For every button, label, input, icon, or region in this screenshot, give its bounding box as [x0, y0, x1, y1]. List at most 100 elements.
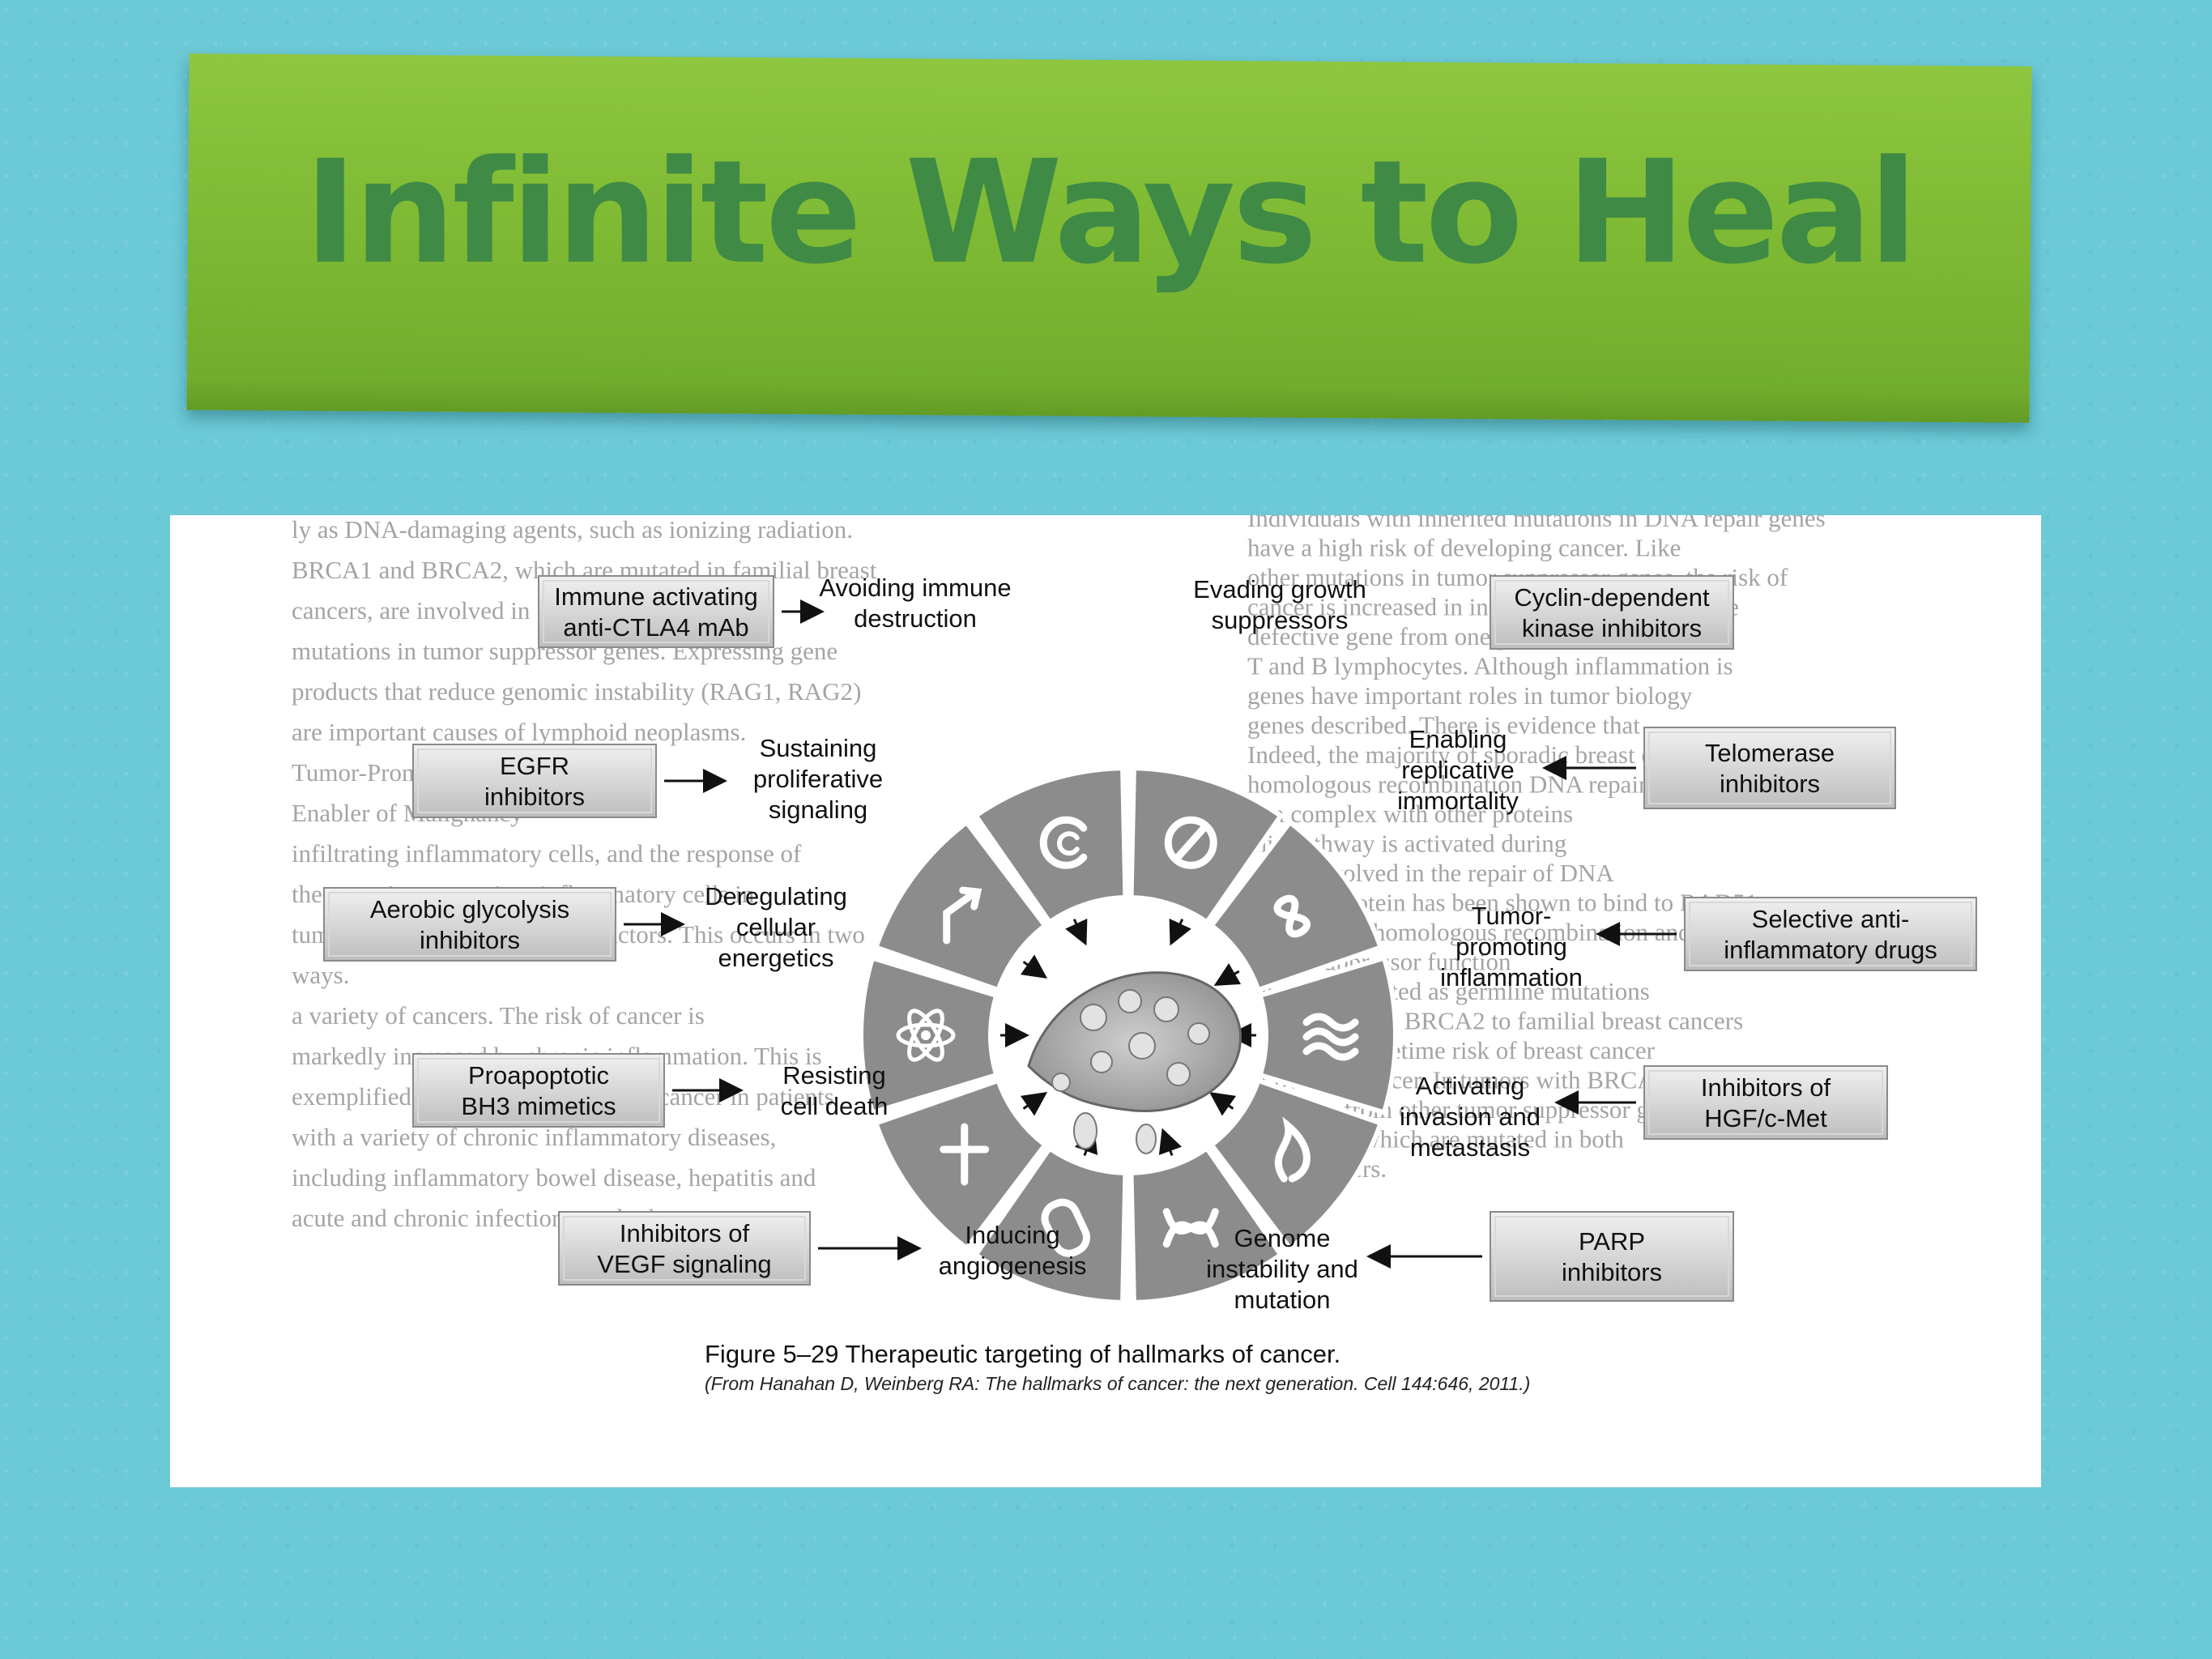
background-text-line: cancers, are involved in: [292, 596, 531, 625]
drug-box: [412, 1053, 665, 1128]
wheel-segment: [972, 766, 1128, 926]
hallmarks-figure: ly as DNA-damaging agents, such as ioniz…: [170, 515, 2041, 1487]
wheel-segment: [1208, 1077, 1384, 1252]
drug-label: Inhibitors of VEGF signaling: [597, 1219, 771, 1278]
drug-label-line: Cyclin-dependent: [1514, 583, 1710, 612]
drug-label-line: Selective anti-: [1752, 905, 1910, 933]
hallmark-label-line: Resisting: [782, 1061, 886, 1090]
tumor-cell-cluster: [1027, 971, 1242, 1154]
slide-title: Infinite Ways to Heal: [304, 130, 1917, 296]
drug-box: [1684, 897, 1977, 971]
hallmark-label-line: Avoiding immune: [819, 574, 1011, 602]
drug-label-line: inflammatory drugs: [1724, 936, 1937, 964]
background-text-line: are important causes of lymphoid neoplas…: [292, 718, 746, 746]
drug-label-line: inhibitors: [1562, 1258, 1662, 1286]
hallmark-label-line: destruction: [854, 604, 977, 633]
background-text-line: T and B lymphocytes. Although inflammati…: [1247, 652, 1733, 680]
hallmark-label-line: promoting: [1455, 932, 1567, 961]
hallmark-label-line: energetics: [718, 944, 833, 972]
drug-label-line: kinase inhibitors: [1522, 614, 1702, 642]
background-text-line: genes have important roles in tumor biol…: [1247, 681, 1693, 710]
infinity-icon: [1273, 894, 1311, 938]
left-pair: Inhibitors of VEGF signaling Inducing angio…: [558, 1211, 1087, 1286]
background-text-line: ly as DNA-damaging agents, such as ioniz…: [292, 515, 853, 544]
hallmarks-diagram: ly as DNA-damaging agents, such as ioniz…: [292, 515, 1977, 1394]
inward-arrow: [1158, 1128, 1183, 1156]
drug-box: [1490, 1211, 1734, 1302]
inward-arrow: [1065, 918, 1088, 946]
hallmark-label-line: mutation: [1234, 1286, 1331, 1314]
inward-arrow: [1169, 918, 1191, 946]
drug-label-line: Aerobic glycolysis: [370, 895, 569, 923]
hallmark-label-line: proliferative: [753, 765, 883, 793]
drug-label-line: anti-CTLA4 mAb: [563, 613, 748, 642]
background-text-line: genes described. There is evidence that: [1247, 711, 1640, 740]
hallmark-label-line: Activating: [1416, 1072, 1524, 1100]
drug-label-line: PARP: [1579, 1227, 1645, 1256]
hallmark-label-line: Deregulating: [705, 882, 847, 911]
drug-box: [1490, 575, 1734, 650]
hallmark-label-line: Enabling: [1409, 725, 1507, 753]
drug-label-line: Immune activating: [554, 582, 758, 611]
background-text-line: ways.: [292, 961, 349, 989]
hallmark-label-line: Sustaining: [760, 734, 877, 762]
figure-source: (From Hanahan D, Weinberg RA: The hallma…: [705, 1373, 1530, 1394]
drug-label-line: HGF/c-Met: [1704, 1104, 1827, 1132]
drug-label: Selective anti-inflammatory drugs: [1724, 905, 1937, 964]
inward-arrow: [1020, 1091, 1048, 1116]
background-text-line: a variety of cancers. The risk of cancer…: [292, 1001, 705, 1030]
drug-box: [1643, 727, 1896, 809]
drug-label-line: VEGF signaling: [597, 1250, 771, 1278]
hallmark-label-line: inflammation: [1440, 963, 1583, 992]
drug-label-line: Inhibitors of: [620, 1219, 750, 1247]
hallmark-icons: [896, 816, 1359, 1257]
atom-icon: [896, 1009, 956, 1062]
inward-arrow: [1213, 963, 1242, 986]
hallmark-label-line: replicative: [1401, 756, 1515, 784]
drug-box: [1643, 1065, 1888, 1140]
drug-box: [323, 887, 616, 962]
background-text-line: infiltrating inflammatory cells, and the…: [292, 839, 802, 868]
inward-arrow: [1208, 1091, 1237, 1116]
no-entry-icon: [1164, 816, 1217, 869]
cell-death-icon: [1041, 1198, 1090, 1257]
drug-label-line: Telomerase: [1705, 739, 1835, 767]
hallmark-label-line: angiogenesis: [939, 1252, 1087, 1280]
hallmark-label-line: Inducing: [965, 1221, 1059, 1249]
hallmark-label-line: signaling: [769, 795, 867, 824]
background-text-line: including inflammatory bowel disease, he…: [292, 1163, 816, 1192]
growth-arrow-icon: [943, 886, 982, 945]
drug-label-line: inhibitors: [484, 783, 585, 811]
drug-box: [558, 1211, 811, 1286]
spreading-cells-icon: [1274, 1116, 1311, 1183]
hallmark-label-line: cell death: [781, 1092, 889, 1120]
hallmark-label-line: instability and: [1206, 1255, 1358, 1283]
background-text-line: Individuals with inherited mutations in …: [1247, 515, 1826, 532]
drug-label-line: Inhibitors of: [1701, 1073, 1831, 1102]
hallmark-label-line: cellular: [736, 913, 816, 941]
inward-arrow: [1020, 954, 1048, 979]
hallmark-label-line: metastasis: [1410, 1133, 1530, 1162]
drug-label-line: BH3 mimetics: [461, 1092, 616, 1120]
